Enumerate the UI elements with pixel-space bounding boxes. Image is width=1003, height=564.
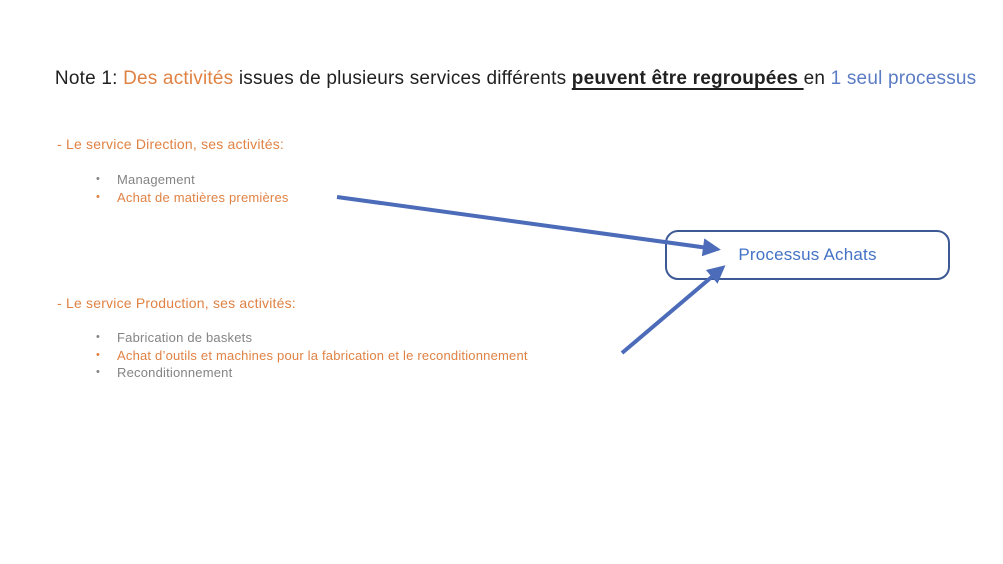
activity-item: Reconditionnement	[95, 364, 528, 382]
title-segment-bold-underline: peuvent être regroupées	[571, 68, 804, 89]
arrow-achat-outils-icon	[620, 265, 726, 355]
activity-list-direction: ManagementAchat de matières premières	[95, 171, 289, 206]
activity-item: Fabrication de baskets	[95, 329, 528, 347]
title-segment-middle: issues de plusieurs services différents	[233, 68, 572, 89]
slide-title: Note 1: Des activités issues de plusieur…	[33, 46, 976, 112]
activity-item: Achat de matières premières	[95, 189, 289, 207]
title-segment-orange: Des activités	[123, 68, 234, 89]
title-segment-en: en	[803, 68, 831, 89]
title-segment-prefix: Note 1:	[54, 68, 124, 89]
section-header-production: - Le service Production, ses activités:	[57, 295, 296, 311]
activity-list-production: Fabrication de basketsAchat d’outils et …	[95, 329, 528, 382]
activity-item: Management	[95, 171, 289, 189]
title-segment-blue: 1 seul processus	[830, 68, 977, 89]
activity-item: Achat d’outils et machines pour la fabri…	[95, 347, 528, 365]
section-header-direction: - Le service Direction, ses activités:	[57, 136, 285, 152]
arrow-achat-matieres-icon	[336, 195, 721, 257]
process-box: Processus Achats	[665, 230, 950, 280]
process-box-label: Processus Achats	[738, 245, 877, 264]
